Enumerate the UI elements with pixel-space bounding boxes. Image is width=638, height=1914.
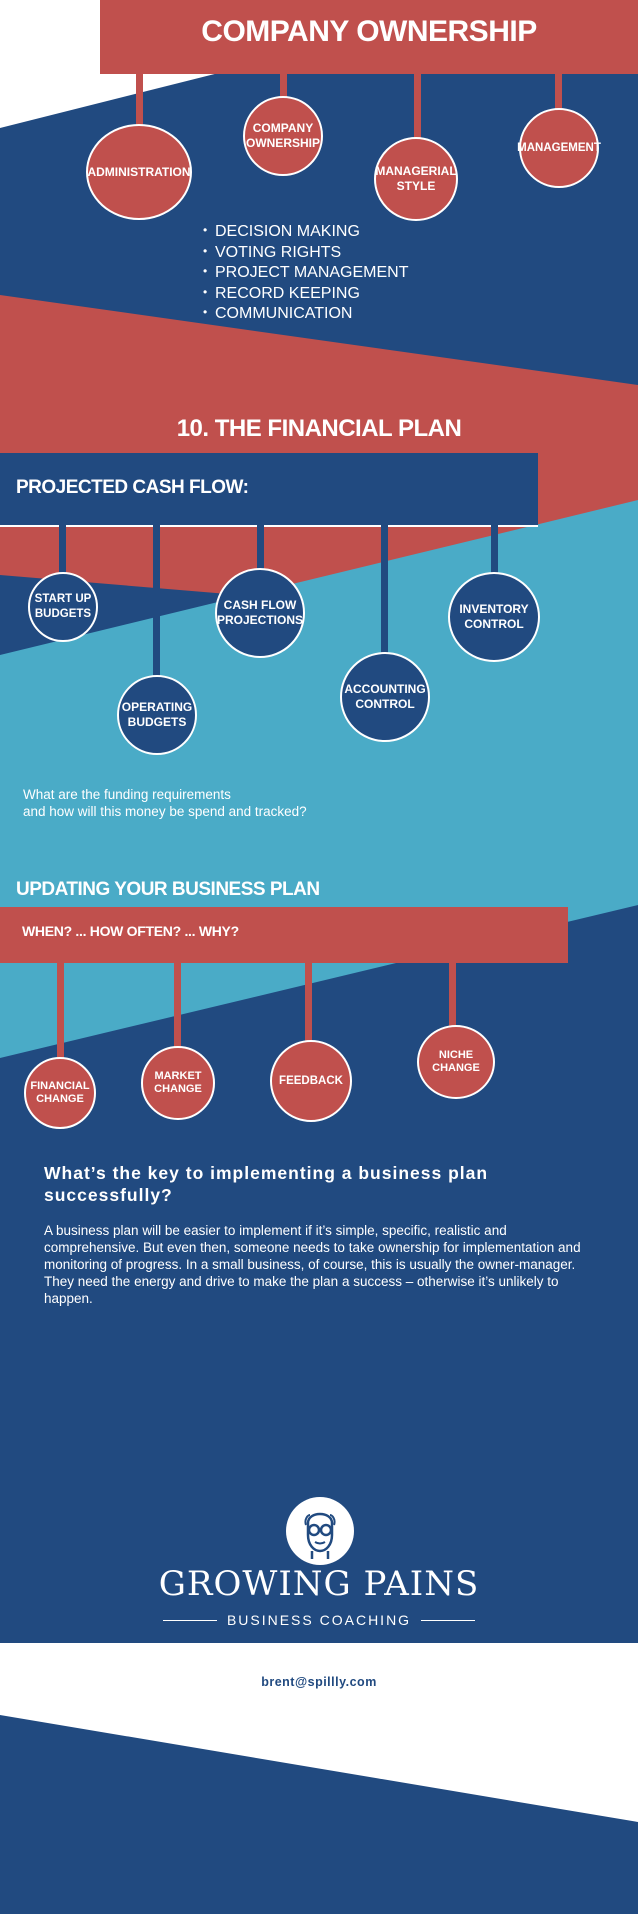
key-heading: What’s the key to implementing a busines… — [44, 1163, 489, 1205]
circle-managerial-style: MANAGERIAL STYLE — [374, 137, 458, 221]
tagline-divider — [163, 1619, 217, 1621]
financial-plan-title: 10. THE FINANCIAL PLAN — [176, 415, 462, 442]
connector-stem — [257, 525, 264, 573]
brand-tagline-row: BUSINESS COACHING — [163, 1611, 476, 1629]
connector-stem — [381, 525, 388, 660]
circle-company-ownership: COMPANY OWNERSHIP — [243, 96, 323, 176]
ownership-title: COMPANY OWNERSHIP — [201, 15, 537, 48]
logo-badge — [286, 1497, 354, 1565]
connector-stem — [57, 961, 64, 1064]
circle-feedback: FEEDBACK — [270, 1040, 352, 1122]
ownership-bullet-list: DECISION MAKING VOTING RIGHTS PROJECT MA… — [203, 221, 409, 324]
connector-stem — [555, 72, 562, 112]
connector-stem — [491, 525, 498, 577]
list-item: PROJECT MANAGEMENT — [203, 262, 409, 283]
connector-stem — [449, 961, 456, 1031]
tagline-divider — [421, 1619, 476, 1621]
list-item: VOTING RIGHTS — [203, 242, 409, 263]
updating-banner — [0, 907, 568, 963]
connector-stem — [305, 961, 312, 1043]
circle-accounting-control: ACCOUNTING CONTROL — [340, 652, 430, 742]
ownership-header-banner — [100, 0, 638, 74]
contact-email-link[interactable]: brent@spillly.com — [261, 1675, 377, 1689]
list-item: DECISION MAKING — [203, 221, 409, 242]
head-with-glasses-icon — [304, 1512, 336, 1559]
updating-title: UPDATING YOUR BUSINESS PLAN — [16, 879, 320, 900]
circle-start-up-budgets: START UP BUDGETS — [28, 572, 98, 642]
list-item: RECORD KEEPING — [203, 283, 409, 304]
circle-financial-change: FINANCIAL CHANGE — [24, 1057, 96, 1129]
funding-question: What are the funding requirements and ho… — [23, 787, 307, 819]
brand-name: GROWING PAINS — [158, 1564, 480, 1604]
connector-stem — [136, 72, 143, 132]
circle-niche-change: NICHE CHANGE — [417, 1025, 495, 1099]
circle-operating-budgets: OPERATING BUDGETS — [117, 675, 197, 755]
connector-stem — [414, 72, 421, 142]
cash-flow-label: PROJECTED CASH FLOW: — [16, 477, 249, 498]
cash-flow-banner — [0, 453, 538, 527]
circle-management: MANAGEMENT — [517, 108, 601, 188]
brand-tagline: BUSINESS COACHING — [226, 1612, 412, 1628]
connector-stem — [153, 525, 160, 679]
circle-market-change: MARKET CHANGE — [141, 1046, 215, 1120]
circle-administration: ADMINISTRATION — [86, 124, 192, 220]
circle-cash-flow-projections: CASH FLOW PROJECTIONS — [215, 568, 305, 658]
key-body-text: A business plan will be easier to implem… — [44, 1223, 581, 1306]
connector-stem — [280, 72, 287, 102]
circle-inventory-control: INVENTORY CONTROL — [448, 572, 540, 662]
updating-banner-label: WHEN? ... HOW OFTEN? ... WHY? — [22, 923, 239, 939]
connector-stem — [59, 525, 66, 575]
list-item: COMMUNICATION — [203, 303, 409, 324]
connector-stem — [174, 961, 181, 1049]
